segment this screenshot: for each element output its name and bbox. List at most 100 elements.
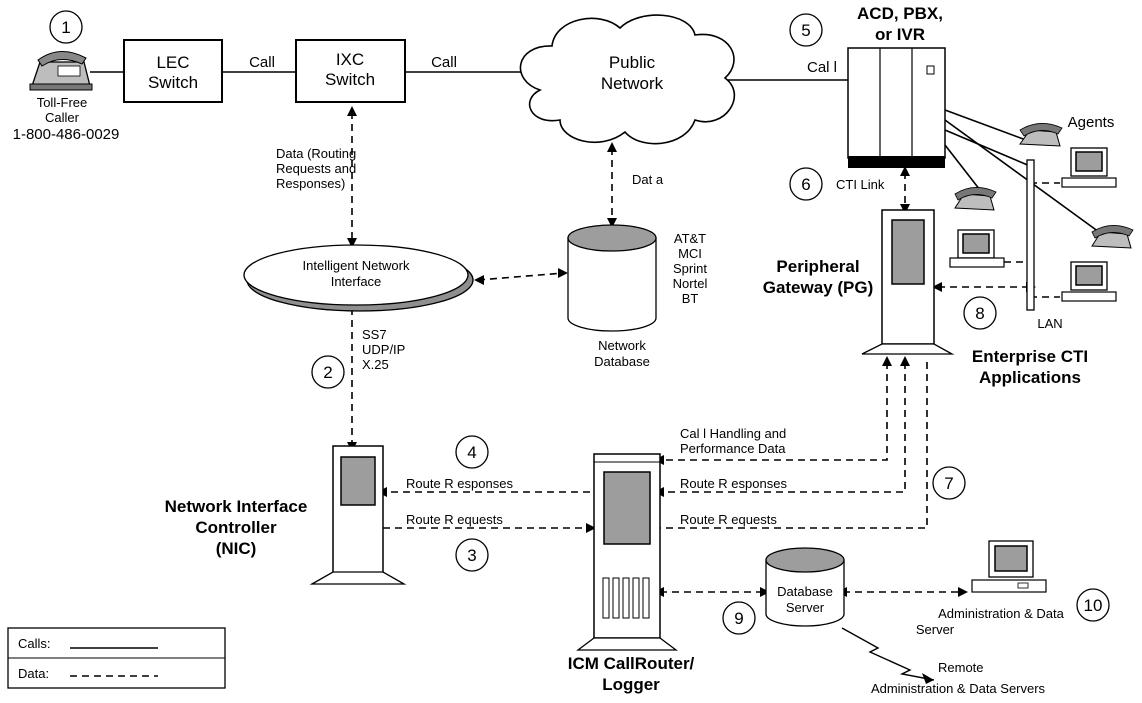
step-3-marker: 3 <box>455 538 489 572</box>
lan-label: LAN <box>1037 316 1062 331</box>
acd-to-agent1-line <box>944 109 1027 141</box>
public-network-label-2: Network <box>601 74 664 93</box>
step-9-marker: 9 <box>722 601 756 635</box>
ixc-switch: IXC Switch <box>295 39 406 103</box>
admin-label-1: Administration & Data <box>938 606 1064 621</box>
acd-pbx-ivr: ACD, PBX, or IVR <box>847 4 946 168</box>
protocols-label: SS7 UDP/IP X.25 <box>362 327 405 372</box>
pg-label-1: Peripheral <box>776 257 859 276</box>
pg-route-requests-label: Route R equests <box>680 512 777 527</box>
acd-to-lan-line <box>944 129 1031 167</box>
call-label-1: Call <box>249 54 275 71</box>
remote-label-2: Administration & Data Servers <box>871 681 1046 696</box>
routing-data-label-1: Data (Routing <box>276 146 356 161</box>
svg-text:X.25: X.25 <box>362 357 389 372</box>
routing-data-label-2: Requests and <box>276 161 356 176</box>
step-2-marker: 2 <box>311 355 345 389</box>
callrouter-label-1: ICM CallRouter/ <box>568 654 695 673</box>
step-6-marker: 6 <box>789 167 823 201</box>
remote-servers-link: Remote Administration & Data Servers <box>841 627 1046 696</box>
svg-text:BT: BT <box>682 291 699 306</box>
lan-bus: LAN <box>1026 159 1063 331</box>
svg-text:8: 8 <box>975 304 984 323</box>
step-10-marker: 10 <box>1076 588 1110 622</box>
db-server-label-1: Database <box>777 584 833 599</box>
svg-text:1: 1 <box>61 18 70 37</box>
agent-computer-icon <box>1061 261 1117 302</box>
public-network-label-1: Public <box>609 53 656 72</box>
agent-phone-icon <box>1019 123 1063 147</box>
agents-group: Agents <box>949 114 1134 302</box>
public-network-cloud: Public Network <box>519 14 736 145</box>
nic-label-1: Network Interface <box>165 497 308 516</box>
agents-label: Agents <box>1068 114 1115 131</box>
legend-data-label: Data: <box>18 666 49 681</box>
svg-text:4: 4 <box>467 443 476 462</box>
pg-route-responses-line <box>660 362 906 493</box>
pg-label-2: Gateway (PG) <box>763 278 874 297</box>
caller-label-1: Toll-Free <box>37 95 88 110</box>
telephone-icon <box>29 51 93 91</box>
svg-text:5: 5 <box>801 21 810 40</box>
peripheral-gateway: Peripheral Gateway (PG) <box>763 209 955 355</box>
nic-route-requests-label: Route R equests <box>406 512 503 527</box>
nic-label-2: Controller <box>195 518 277 537</box>
cti-link-label: CTI Link <box>836 177 885 192</box>
call-handling-label-2: Performance Data <box>680 441 786 456</box>
svg-text:2: 2 <box>323 363 332 382</box>
legend: Calls: Data: <box>7 627 226 689</box>
step-1-marker: 1 <box>49 10 83 44</box>
intelligent-network-interface: Intelligent Network Interface <box>243 244 474 312</box>
data-label: Dat a <box>632 172 664 187</box>
caller-phone-number: 1-800-486-0029 <box>13 126 120 143</box>
svg-text:6: 6 <box>801 175 810 194</box>
svg-text:9: 9 <box>734 609 743 628</box>
lightning-icon <box>841 627 935 681</box>
ini-label-2: Interface <box>331 274 382 289</box>
routing-data-label-3: Responses) <box>276 176 345 191</box>
ini-to-db-data <box>477 272 565 281</box>
svg-text:AT&T: AT&T <box>674 231 706 246</box>
legend-calls-label: Calls: <box>18 636 51 651</box>
agent-phone-icon <box>954 187 997 211</box>
step-5-marker: 5 <box>789 13 823 47</box>
agent-phone-icon <box>1091 225 1134 249</box>
svg-text:MCI: MCI <box>678 246 702 261</box>
agent-computer-icon <box>1061 147 1117 188</box>
network-database: Network Database <box>567 224 657 369</box>
ixc-switch-label-2: Switch <box>325 70 375 89</box>
svg-text:3: 3 <box>467 546 476 565</box>
pg-route-responses-label: Route R esponses <box>680 476 787 491</box>
acd-cabinet <box>847 47 946 159</box>
admin-label-2: Server <box>916 622 955 637</box>
nic-route-responses-label: Route R esponses <box>406 476 513 491</box>
svg-text:SS7: SS7 <box>362 327 387 342</box>
ixc-switch-label-1: IXC <box>336 50 364 69</box>
svg-text:7: 7 <box>944 474 953 493</box>
step-4-marker: 4 <box>455 435 489 469</box>
database-server: Database Server <box>765 547 845 627</box>
call-label-3: Cal l <box>807 59 837 76</box>
admin-data-server: Administration & Data Server <box>916 540 1065 637</box>
acd-label-1: ACD, PBX, <box>857 4 943 23</box>
data-lines <box>351 112 1060 593</box>
svg-text:UDP/IP: UDP/IP <box>362 342 405 357</box>
svg-text:Sprint: Sprint <box>673 261 707 276</box>
call-handling-label-1: Cal l Handling and <box>680 426 786 441</box>
call-label-2: Call <box>431 54 457 71</box>
step-8-marker: 8 <box>963 296 997 330</box>
admin-computer-icon <box>971 540 1047 593</box>
step-7-marker: 7 <box>932 466 966 500</box>
cti-apps-label-2: Applications <box>979 368 1081 387</box>
toll-free-caller: Toll-Free Caller 1-800-486-0029 <box>13 51 120 143</box>
callrouter-label-2: Logger <box>602 675 660 694</box>
db-server-label-2: Server <box>786 600 825 615</box>
acd-to-agent2-line <box>944 144 981 191</box>
lec-switch: LEC Switch <box>123 39 223 103</box>
network-interface-controller: Network Interface Controller (NIC) <box>165 445 407 585</box>
svg-text:Nortel: Nortel <box>673 276 708 291</box>
cti-apps-label-1: Enterprise CTI <box>972 347 1088 366</box>
acd-label-2: or IVR <box>875 25 925 44</box>
